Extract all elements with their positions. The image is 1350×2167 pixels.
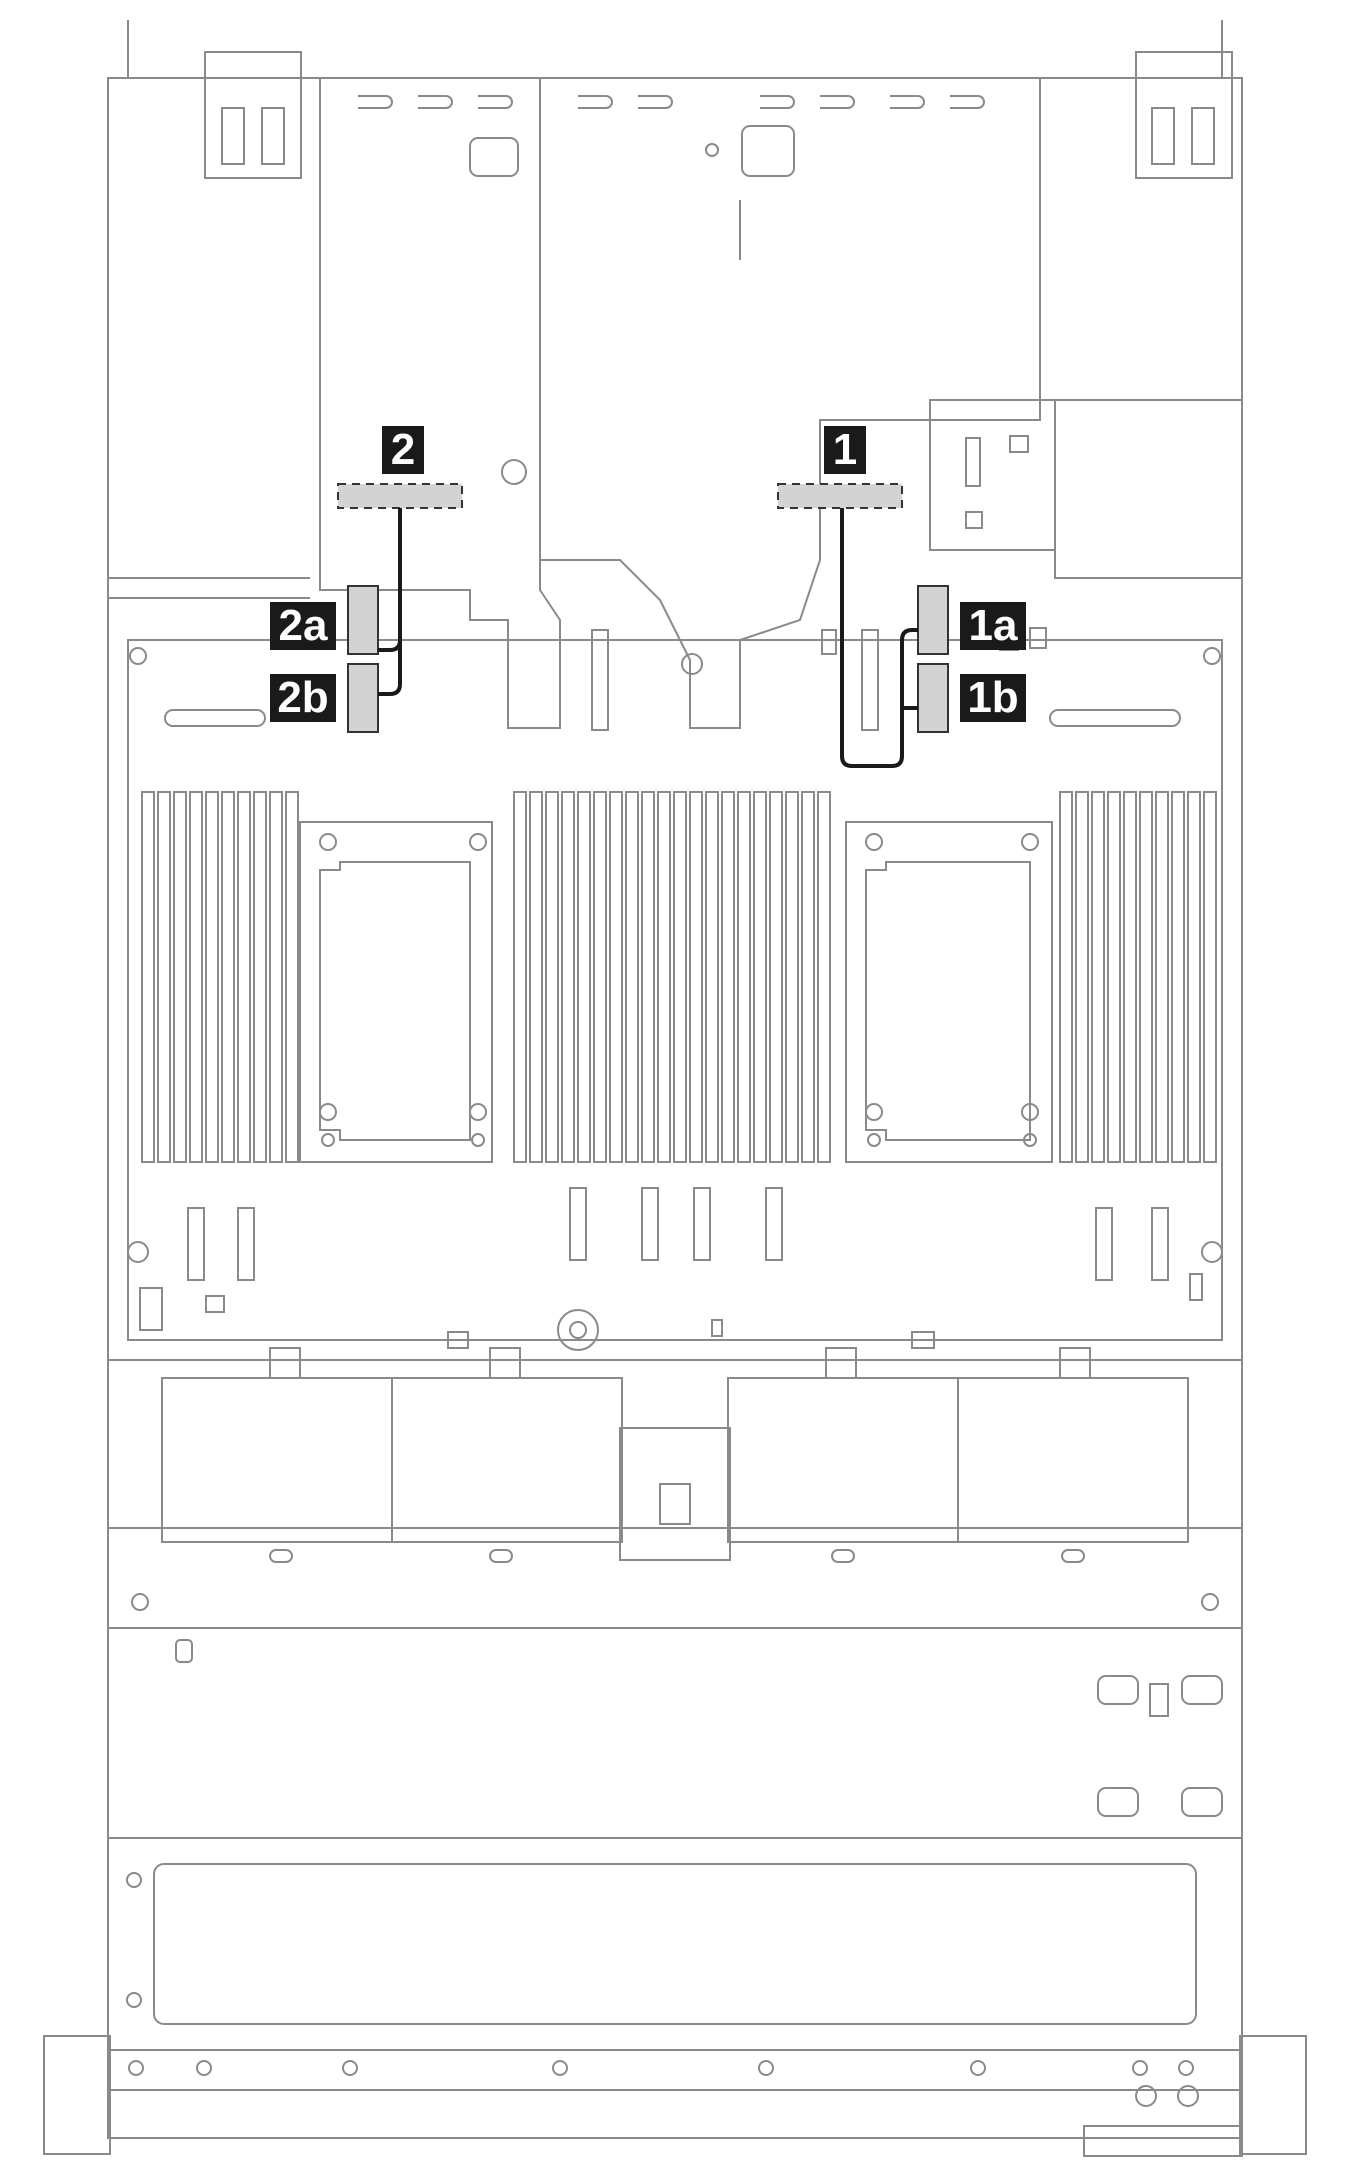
riser-1-connector <box>777 483 903 509</box>
callout-2b: 2b <box>270 674 336 722</box>
connector-2b <box>347 663 379 733</box>
connector-2a <box>347 585 379 655</box>
cable-riser-2 <box>378 508 402 696</box>
dimm-bank-right <box>1059 791 1217 1163</box>
riser-slots <box>358 95 985 109</box>
processor-socket-1 <box>299 821 493 1163</box>
drive-bay <box>153 1863 1197 2025</box>
callout-1b: 1b <box>960 674 1026 722</box>
callout-1a: 1a <box>960 602 1026 650</box>
right-handle <box>1135 51 1233 179</box>
connector-1a <box>917 585 949 655</box>
fan-modules <box>161 1347 1189 1563</box>
callout-1: 1 <box>824 426 866 474</box>
chassis-outline <box>107 77 1243 2139</box>
riser-cage <box>319 78 561 729</box>
callout-2: 2 <box>382 426 424 474</box>
fan-center-latch <box>619 1427 731 1561</box>
dimm-bank-center <box>513 791 831 1163</box>
dimm-bank-left <box>141 791 299 1163</box>
riser-2-connector <box>337 483 463 509</box>
left-handle <box>204 51 302 179</box>
connector-1b <box>917 663 949 733</box>
riser-cage-center <box>539 78 1041 729</box>
processor-socket-2 <box>845 821 1053 1163</box>
cable-riser-1 <box>840 508 918 768</box>
system-board <box>127 639 1223 1341</box>
fan-cage-outline <box>108 1359 1242 1529</box>
callout-2a: 2a <box>270 602 336 650</box>
